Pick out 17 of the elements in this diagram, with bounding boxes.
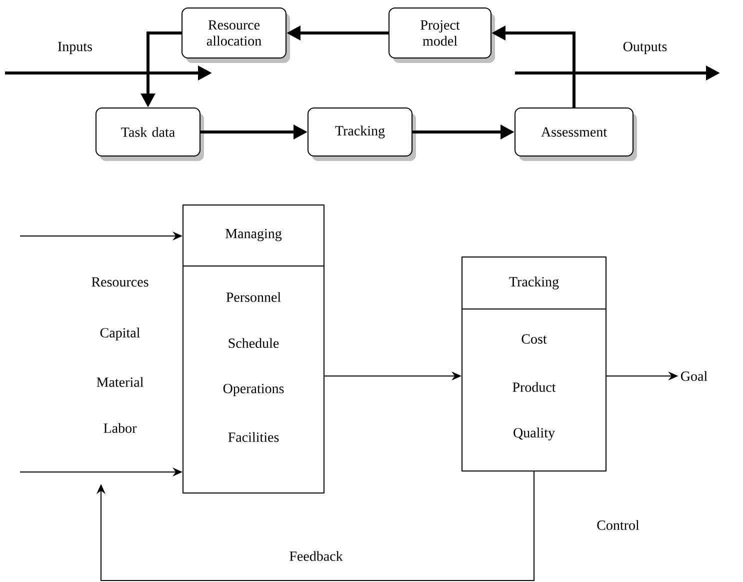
process-box: Tracking — [308, 108, 416, 161]
label-text: Capital — [100, 328, 140, 340]
label-text: Labor — [104, 423, 137, 433]
process-box: Project model — [388, 8, 495, 63]
process-box: Assessment — [514, 108, 637, 161]
label-text: Outputs — [623, 42, 667, 54]
edge-label: Feedback — [288, 550, 344, 562]
process-box: Task data — [96, 108, 204, 161]
label-text: Inputs — [58, 42, 92, 54]
process-box: Resource allocation — [182, 8, 290, 63]
label-text: Material — [96, 377, 144, 387]
label-text: Resources — [92, 277, 148, 287]
goal-text: Goal — [680, 371, 708, 381]
label-text: Control — [597, 520, 640, 530]
process-box: Tracking Cost Product Quality — [462, 256, 606, 472]
arrow — [96, 471, 534, 581]
process-box: Managing Personnel Schedule Operations Facilities — [182, 204, 324, 494]
